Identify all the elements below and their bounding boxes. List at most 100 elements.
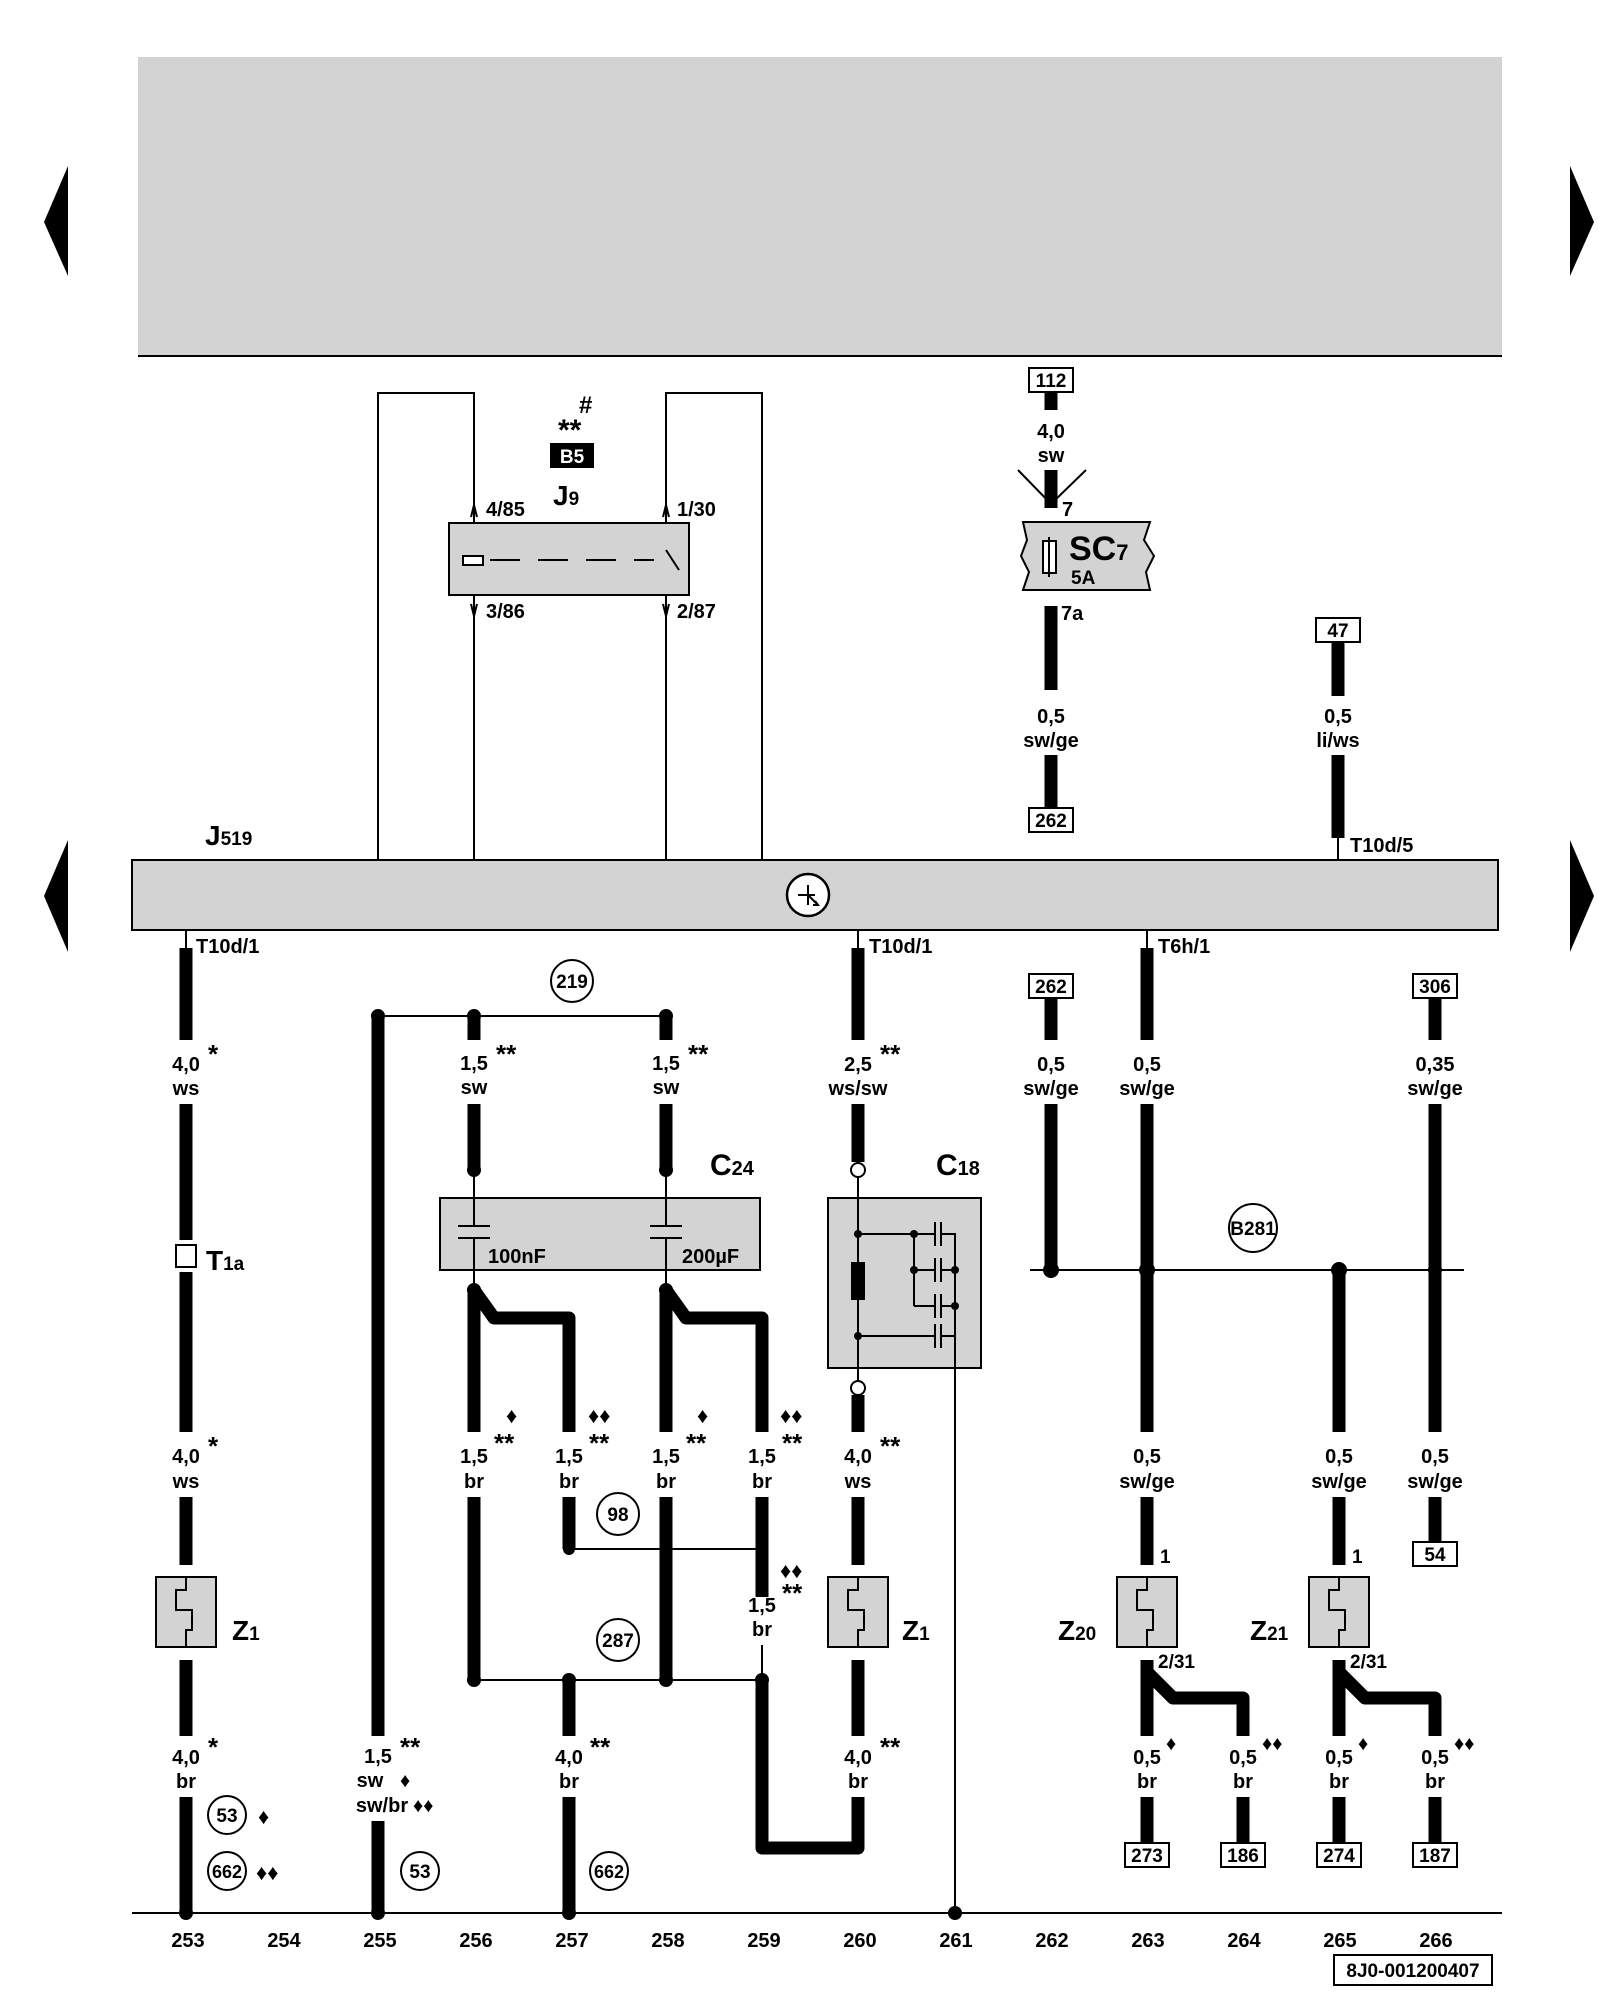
z1-label-left: Z1 bbox=[232, 1615, 260, 1646]
svg-text:♦: ♦ bbox=[400, 1770, 410, 1792]
capacitor-100nf-icon bbox=[458, 1198, 490, 1270]
j9-pin-2-87: 2/87 bbox=[677, 601, 716, 623]
svg-text:187: 187 bbox=[1419, 1846, 1451, 1867]
svg-text:br: br bbox=[752, 1619, 772, 1641]
suppressor-c18 bbox=[827, 1197, 982, 1369]
b5-badge bbox=[550, 443, 594, 468]
svg-text:**: ** bbox=[880, 1431, 901, 1461]
b5-label: B5 bbox=[560, 447, 585, 468]
ref-box-186 bbox=[1220, 1842, 1266, 1868]
svg-text:♦♦: ♦♦ bbox=[256, 1860, 278, 1885]
connector-t10d-1-mid: T10d/1 bbox=[869, 936, 932, 958]
next-section-arrow-icon[interactable] bbox=[1570, 840, 1594, 952]
j9-label: J9 bbox=[553, 480, 579, 511]
svg-text:sw: sw bbox=[1038, 445, 1065, 467]
svg-text:sw: sw bbox=[461, 1077, 488, 1099]
svg-text:1,5: 1,5 bbox=[652, 1053, 680, 1075]
svg-text:B281: B281 bbox=[1230, 1219, 1276, 1240]
svg-text:br: br bbox=[1233, 1771, 1253, 1793]
svg-text:**: ** bbox=[880, 1732, 901, 1762]
svg-text:219: 219 bbox=[556, 972, 588, 993]
svg-text:ws: ws bbox=[844, 1471, 872, 1493]
svg-text:186: 186 bbox=[1227, 1846, 1259, 1867]
svg-text:255: 255 bbox=[363, 1930, 396, 1952]
diagram-code-box bbox=[1333, 1954, 1493, 1986]
svg-text:4,0: 4,0 bbox=[172, 1747, 200, 1769]
svg-text:sw/ge: sw/ge bbox=[1407, 1471, 1463, 1493]
svg-text:306: 306 bbox=[1419, 977, 1451, 998]
heater-element-icon bbox=[175, 1577, 193, 1647]
c24-label: C24 bbox=[710, 1149, 755, 1182]
j519-label: J519 bbox=[205, 820, 252, 851]
svg-text:4,0: 4,0 bbox=[555, 1747, 583, 1769]
heater-element-icon bbox=[847, 1577, 865, 1647]
svg-text:0,5: 0,5 bbox=[1229, 1747, 1257, 1769]
svg-text:sw/ge: sw/ge bbox=[1023, 1078, 1079, 1100]
z20-label: Z20 bbox=[1058, 1615, 1096, 1646]
svg-text:2/31: 2/31 bbox=[1350, 1652, 1387, 1673]
svg-text:2/31: 2/31 bbox=[1158, 1652, 1195, 1673]
svg-text:**: ** bbox=[496, 1039, 517, 1069]
svg-text:ws/sw: ws/sw bbox=[828, 1078, 888, 1100]
connector-t6h-1: T6h/1 bbox=[1158, 936, 1210, 958]
ref-circle-98 bbox=[596, 1492, 640, 1536]
c18-label: C18 bbox=[936, 1149, 980, 1182]
svg-text:sw/ge: sw/ge bbox=[1407, 1078, 1463, 1100]
ref-box-273 bbox=[1124, 1842, 1170, 1868]
svg-text:br: br bbox=[656, 1471, 676, 1493]
svg-text:262: 262 bbox=[1035, 977, 1067, 998]
ref-circle-219 bbox=[550, 959, 594, 1003]
svg-text:**: ** bbox=[686, 1428, 707, 1458]
svg-text:br: br bbox=[464, 1471, 484, 1493]
next-page-arrow-icon[interactable] bbox=[1570, 166, 1594, 276]
svg-text:0,5: 0,5 bbox=[1325, 1446, 1353, 1468]
diagram-code: 8J0-001200407 bbox=[1346, 1961, 1479, 1982]
ref-circle-53 bbox=[207, 1795, 247, 1835]
svg-text:1,5: 1,5 bbox=[555, 1446, 583, 1468]
svg-text:0,5: 0,5 bbox=[1324, 706, 1352, 728]
ref-box-47 bbox=[1315, 617, 1361, 643]
svg-text:sw: sw bbox=[653, 1077, 680, 1099]
svg-text:1,5: 1,5 bbox=[460, 1053, 488, 1075]
svg-text:br: br bbox=[1137, 1771, 1157, 1793]
svg-text:1: 1 bbox=[1352, 1547, 1363, 1568]
svg-text:260: 260 bbox=[843, 1930, 876, 1952]
ref-circle-662-b bbox=[589, 1851, 629, 1891]
svg-text:br: br bbox=[559, 1771, 579, 1793]
j9-pin-4-85: 4/85 bbox=[486, 499, 525, 521]
svg-text:1,5: 1,5 bbox=[652, 1446, 680, 1468]
svg-text:♦: ♦ bbox=[506, 1403, 517, 1428]
svg-text:1,5: 1,5 bbox=[460, 1446, 488, 1468]
heater-element-icon bbox=[1328, 1577, 1346, 1647]
svg-text:0,35: 0,35 bbox=[1416, 1054, 1455, 1076]
svg-text:98: 98 bbox=[607, 1505, 628, 1526]
svg-text:ws: ws bbox=[172, 1078, 200, 1100]
svg-text:0,5: 0,5 bbox=[1421, 1446, 1449, 1468]
ref-box-54 bbox=[1412, 1541, 1458, 1567]
svg-text:662: 662 bbox=[594, 1862, 624, 1882]
svg-text:*: * bbox=[208, 1039, 219, 1069]
ref-box-187 bbox=[1412, 1842, 1458, 1868]
svg-text:259: 259 bbox=[747, 1930, 780, 1952]
prev-section-arrow-icon[interactable] bbox=[44, 840, 68, 952]
svg-text:**: ** bbox=[782, 1578, 803, 1608]
svg-text:0,5: 0,5 bbox=[1133, 1747, 1161, 1769]
svg-text:li/ws: li/ws bbox=[1316, 730, 1359, 752]
svg-text:274: 274 bbox=[1323, 1846, 1355, 1867]
svg-text:♦♦: ♦♦ bbox=[780, 1403, 802, 1428]
svg-text:0,5: 0,5 bbox=[1037, 706, 1065, 728]
prev-page-arrow-icon[interactable] bbox=[44, 166, 68, 276]
ref-circle-53-b bbox=[400, 1851, 440, 1891]
svg-text:♦♦: ♦♦ bbox=[413, 1795, 433, 1817]
svg-text:br: br bbox=[176, 1771, 196, 1793]
capacitor-200uf-icon bbox=[650, 1198, 682, 1270]
svg-text:266: 266 bbox=[1419, 1930, 1452, 1952]
svg-text:200µF: 200µF bbox=[682, 1246, 739, 1268]
ground-point-t1a-icon bbox=[175, 1244, 197, 1268]
svg-text:**: ** bbox=[589, 1428, 610, 1458]
svg-text:2,5: 2,5 bbox=[844, 1054, 872, 1076]
svg-text:♦♦: ♦♦ bbox=[1454, 1733, 1474, 1755]
svg-text:br: br bbox=[1329, 1771, 1349, 1793]
svg-text:ws: ws bbox=[172, 1471, 200, 1493]
svg-text:1,5: 1,5 bbox=[364, 1746, 392, 1768]
